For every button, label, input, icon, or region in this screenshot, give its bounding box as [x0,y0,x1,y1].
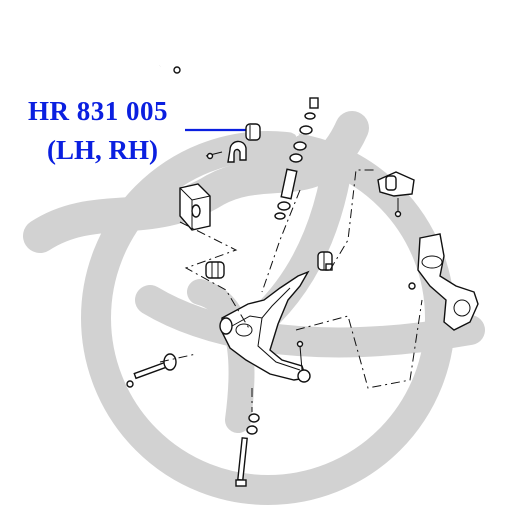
steering-knuckle [408,233,479,331]
ball-joint [296,340,311,383]
side-label: (LH, RH) [47,135,158,165]
mounting-bracket [179,183,211,231]
rear-bushing [317,251,333,271]
lower-bolt [235,413,260,487]
stabilizer-bushing [205,123,261,163]
assembly-lines [159,169,423,412]
lower-control-arm [219,270,310,381]
front-bolt [126,353,177,388]
front-bushing [205,261,225,279]
part-number-label: HR 831 005 [28,96,168,126]
stabilizer-link [274,97,319,220]
upper-mount [377,171,415,218]
stabilizer-bar [159,61,300,137]
